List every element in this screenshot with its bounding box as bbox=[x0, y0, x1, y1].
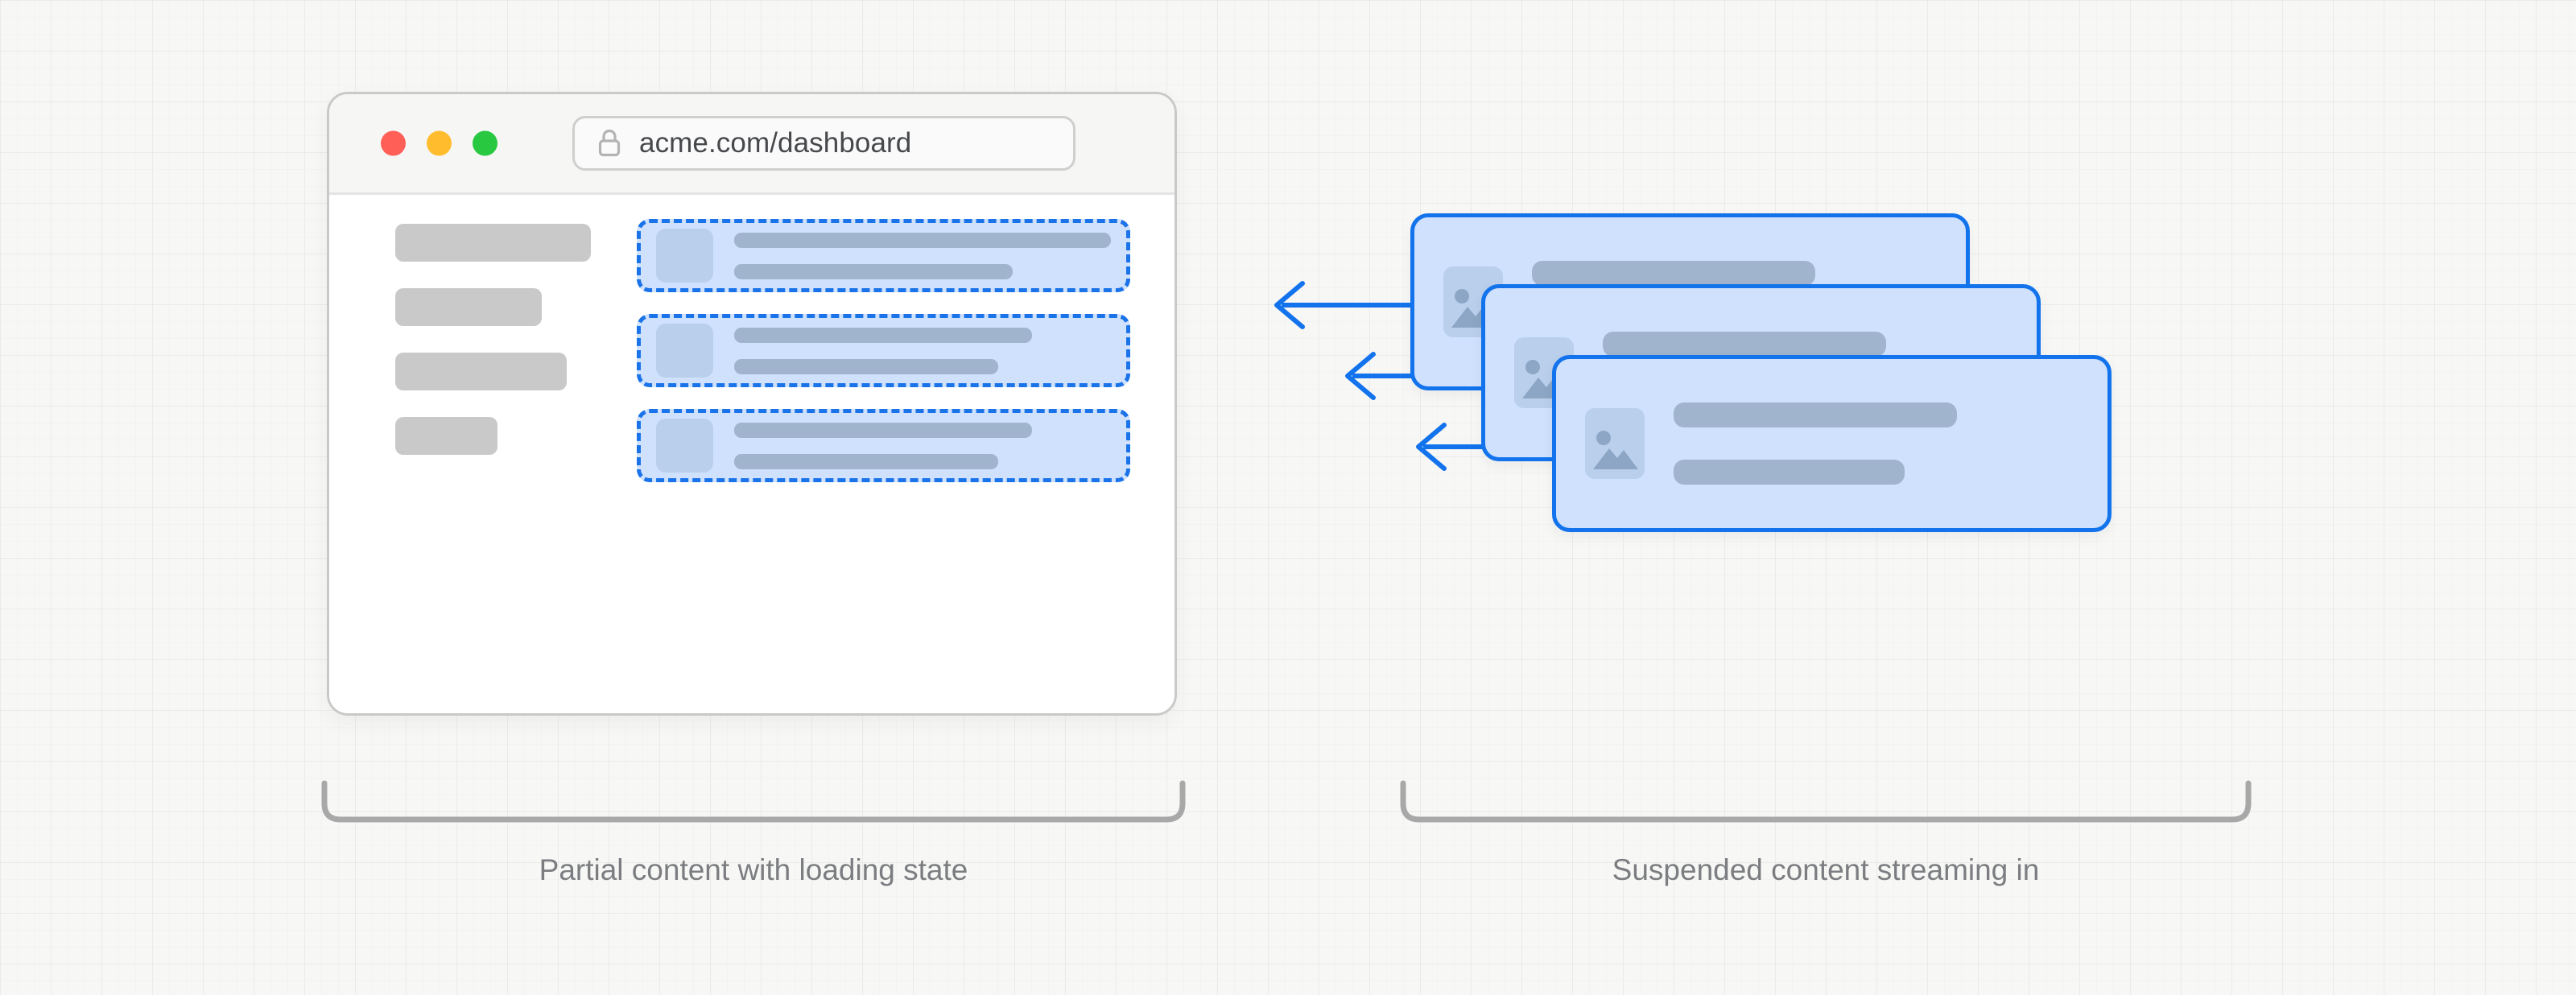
right-group-bracket bbox=[1400, 780, 2252, 823]
loading-placeholder-card[interactable] bbox=[637, 409, 1130, 482]
skeleton-bar bbox=[395, 353, 567, 390]
placeholder-lines bbox=[734, 232, 1111, 279]
placeholder-line bbox=[734, 358, 998, 374]
image-thumb bbox=[656, 324, 713, 378]
image-thumb bbox=[656, 229, 713, 283]
browser-titlebar: acme.com/dashboard bbox=[329, 94, 1174, 195]
placeholder-lines bbox=[1674, 403, 2079, 485]
minimize-button[interactable] bbox=[427, 130, 452, 156]
browser-content-area bbox=[329, 195, 1174, 713]
browser-window-mockup: acme.com/dashboard bbox=[327, 92, 1177, 716]
loading-placeholder-card[interactable] bbox=[637, 314, 1130, 387]
skeleton-bar bbox=[395, 288, 542, 326]
placeholder-lines bbox=[734, 327, 1111, 374]
placeholder-line bbox=[734, 263, 1013, 279]
placeholder-line bbox=[1674, 403, 1958, 427]
lock-icon bbox=[598, 129, 621, 157]
image-thumb bbox=[656, 419, 713, 473]
left-group-bracket bbox=[321, 780, 1186, 823]
placeholder-line bbox=[734, 422, 1032, 438]
placeholder-line bbox=[734, 453, 998, 469]
skeleton-bar bbox=[395, 224, 591, 262]
right-caption: Suspended content streaming in bbox=[1612, 853, 2040, 886]
loading-placeholder-card[interactable] bbox=[637, 219, 1130, 292]
loading-placeholder-list bbox=[637, 219, 1130, 482]
placeholder-line bbox=[734, 232, 1111, 248]
skeleton-bar bbox=[395, 417, 497, 455]
streaming-card[interactable] bbox=[1552, 355, 2112, 532]
left-caption: Partial content with loading state bbox=[539, 853, 968, 886]
traffic-light-buttons bbox=[381, 130, 497, 156]
address-bar[interactable]: acme.com/dashboard bbox=[572, 116, 1075, 171]
placeholder-lines bbox=[734, 422, 1111, 469]
sidebar-skeleton bbox=[395, 224, 591, 455]
close-button[interactable] bbox=[381, 130, 406, 156]
image-placeholder-icon bbox=[1585, 408, 1645, 479]
image-thumb bbox=[1585, 408, 1645, 479]
placeholder-line bbox=[1603, 332, 1887, 357]
placeholder-line bbox=[1674, 460, 1905, 485]
url-text: acme.com/dashboard bbox=[639, 127, 912, 159]
placeholder-line bbox=[734, 327, 1032, 343]
placeholder-line bbox=[1532, 261, 1816, 286]
maximize-button[interactable] bbox=[473, 130, 497, 156]
